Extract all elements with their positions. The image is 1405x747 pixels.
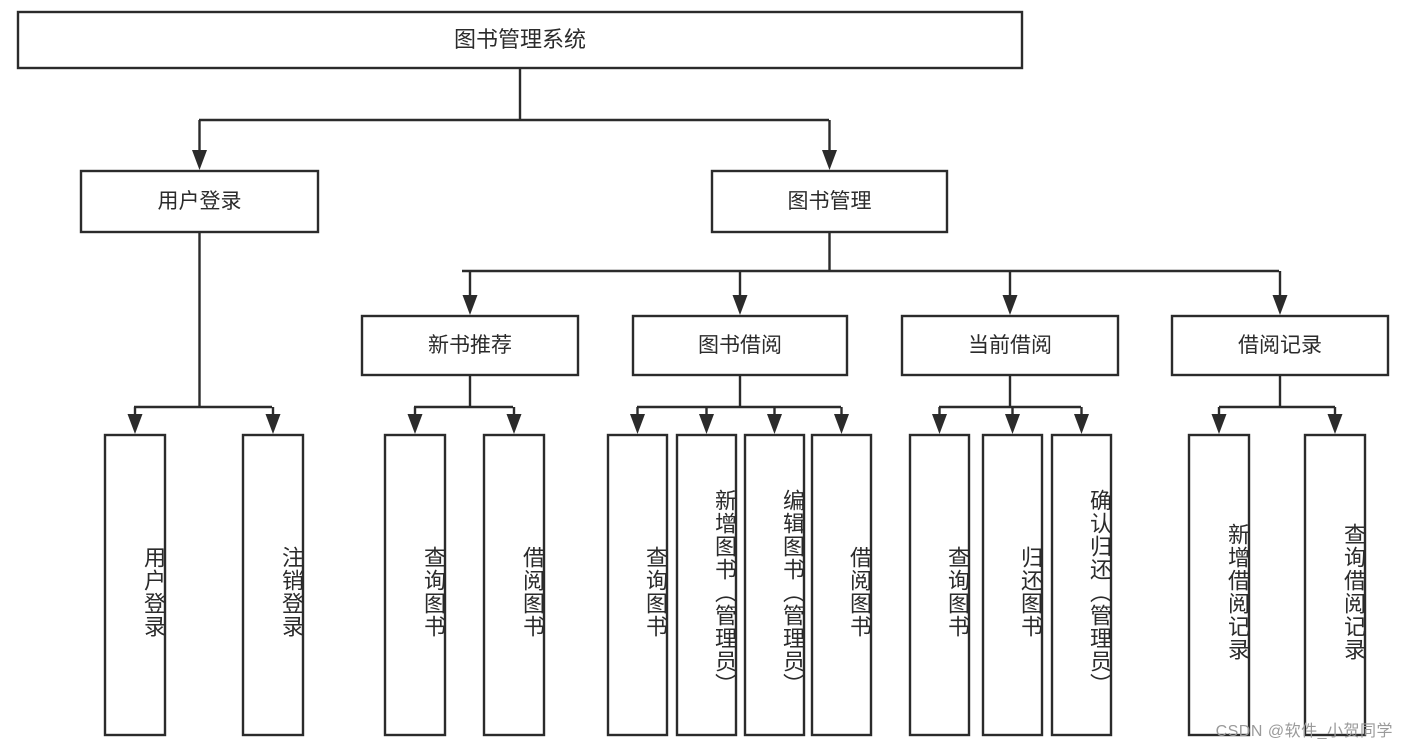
- node-leaf-query-book-borrow[interactable]: [606, 433, 669, 737]
- box-layer: [16, 10, 1390, 737]
- node-box-leaf-query-borrow-record[interactable]: [1303, 433, 1367, 737]
- node-borrow-record[interactable]: [1170, 314, 1390, 377]
- node-box-leaf-borrow-book-rec[interactable]: [482, 433, 546, 737]
- node-label-current-borrow: 当前借阅: [968, 334, 1052, 357]
- connector-layer: [127, 68, 1343, 434]
- node-box-borrow-record[interactable]: [1170, 314, 1390, 377]
- arrow-head-icon-leaf-return-book: [1005, 414, 1020, 434]
- node-box-current-borrow[interactable]: [900, 314, 1120, 377]
- node-label-book-borrow: 图书借阅: [698, 334, 782, 357]
- node-box-leaf-borrow-book[interactable]: [810, 433, 873, 737]
- node-box-leaf-add-book[interactable]: [675, 433, 738, 737]
- node-box-leaf-query-book-current[interactable]: [908, 433, 971, 737]
- node-box-root[interactable]: [16, 10, 1024, 70]
- arrow-head-icon-leaf-query-book-rec: [407, 414, 423, 434]
- node-leaf-user-login[interactable]: [103, 433, 167, 737]
- node-current-borrow[interactable]: [900, 314, 1120, 377]
- arrow-head-icon-leaf-add-book: [699, 414, 714, 434]
- node-leaf-query-borrow-record[interactable]: [1303, 433, 1367, 737]
- node-leaf-query-book-current[interactable]: [908, 433, 971, 737]
- arrow-head-icon-current-borrow: [1002, 295, 1018, 315]
- node-box-leaf-edit-book[interactable]: [743, 433, 806, 737]
- node-root[interactable]: [16, 10, 1024, 70]
- node-label-root: 图书管理系统: [454, 27, 586, 52]
- arrow-head-icon-book-manage: [822, 150, 837, 170]
- arrow-head-icon-leaf-add-borrow-record: [1211, 414, 1227, 434]
- node-box-leaf-query-book-borrow[interactable]: [606, 433, 669, 737]
- arrow-head-icon-leaf-query-book-current: [932, 414, 947, 434]
- node-label-borrow-record: 借阅记录: [1238, 334, 1322, 357]
- arrow-head-icon-leaf-user-logout: [265, 414, 281, 434]
- arrow-head-icon-leaf-confirm-return: [1074, 414, 1089, 434]
- node-user-login[interactable]: [79, 169, 320, 234]
- node-box-book-borrow[interactable]: [631, 314, 849, 377]
- node-box-book-manage[interactable]: [710, 169, 949, 234]
- arrow-head-icon-book-borrow: [732, 295, 748, 315]
- arrow-head-icon-leaf-user-login: [127, 414, 143, 434]
- arrow-head-icon-leaf-query-book-borrow: [630, 414, 645, 434]
- node-box-leaf-user-logout[interactable]: [241, 433, 305, 737]
- arrow-head-icon-leaf-borrow-book-rec: [506, 414, 522, 434]
- node-leaf-borrow-book[interactable]: [810, 433, 873, 737]
- node-leaf-borrow-book-rec[interactable]: [482, 433, 546, 737]
- arrow-head-icon-borrow-record: [1272, 295, 1288, 315]
- watermark-text: CSDN @软件_小贺同学: [1215, 723, 1393, 740]
- node-label-new-book-recommend: 新书推荐: [428, 334, 512, 357]
- node-leaf-query-book-rec[interactable]: [383, 433, 447, 737]
- node-label-user-login: 用户登录: [158, 190, 242, 213]
- arrow-head-icon-new-book-recommend: [462, 295, 478, 315]
- node-box-leaf-confirm-return[interactable]: [1050, 433, 1113, 737]
- node-leaf-add-borrow-record[interactable]: [1187, 433, 1251, 737]
- node-label-book-manage: 图书管理: [788, 190, 872, 213]
- node-box-leaf-return-book[interactable]: [981, 433, 1044, 737]
- node-leaf-edit-book[interactable]: [743, 433, 806, 737]
- node-leaf-confirm-return[interactable]: [1050, 433, 1113, 737]
- node-leaf-add-book[interactable]: [675, 433, 738, 737]
- node-box-user-login[interactable]: [79, 169, 320, 234]
- node-box-leaf-add-borrow-record[interactable]: [1187, 433, 1251, 737]
- node-new-book-recommend[interactable]: [360, 314, 580, 377]
- node-leaf-user-logout[interactable]: [241, 433, 305, 737]
- arrow-head-icon-user-login: [192, 150, 207, 170]
- node-book-manage[interactable]: [710, 169, 949, 234]
- node-box-leaf-user-login[interactable]: [103, 433, 167, 737]
- arrow-head-icon-leaf-borrow-book: [834, 414, 849, 434]
- node-box-leaf-query-book-rec[interactable]: [383, 433, 447, 737]
- node-box-new-book-recommend[interactable]: [360, 314, 580, 377]
- node-book-borrow[interactable]: [631, 314, 849, 377]
- arrow-head-icon-leaf-query-borrow-record: [1327, 414, 1343, 434]
- arrow-head-icon-leaf-edit-book: [767, 414, 782, 434]
- node-leaf-return-book[interactable]: [981, 433, 1044, 737]
